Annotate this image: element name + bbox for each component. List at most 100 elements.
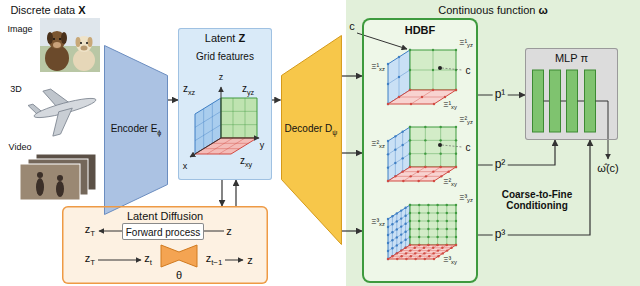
grid-point <box>391 255 393 257</box>
grid-point <box>396 244 398 246</box>
photo-frame <box>40 18 100 72</box>
latent-symbol: z <box>226 225 232 237</box>
outline-shape <box>281 35 342 245</box>
feature-plane <box>410 50 456 90</box>
grid-point <box>409 139 411 141</box>
grid-point <box>427 204 429 206</box>
grid-point <box>436 236 438 238</box>
grid-line <box>416 245 438 259</box>
basis-label: Ξ²yz <box>459 116 473 125</box>
grid-point <box>387 83 389 85</box>
grid-point <box>404 223 406 225</box>
grid-line <box>219 138 245 154</box>
grid-line <box>406 245 428 259</box>
photo-sky <box>40 18 100 46</box>
grid-point <box>427 244 429 246</box>
grid-point <box>427 212 429 214</box>
dog-figure <box>73 49 95 71</box>
grid-point <box>439 139 441 141</box>
grid-point <box>439 126 441 128</box>
grid-point <box>391 247 393 249</box>
modality-label: 3D <box>10 85 22 95</box>
dog-figure <box>53 42 61 48</box>
grid-line <box>405 208 406 248</box>
edge-label: p¹ <box>493 88 508 101</box>
grid-point <box>433 103 435 105</box>
grid-line <box>399 97 445 98</box>
grid-point <box>404 239 406 241</box>
grid-point <box>424 126 426 128</box>
grid-point <box>401 157 403 159</box>
query-point <box>438 143 442 147</box>
grid-point <box>409 139 411 141</box>
person-figure <box>57 175 63 181</box>
grid-point <box>396 236 398 238</box>
grid-point <box>409 212 411 214</box>
figure-heading: Discrete data X <box>10 4 85 16</box>
connector-arrow <box>272 99 281 100</box>
node-title: Continuous function ω <box>438 4 548 16</box>
box-fill <box>122 223 204 240</box>
node-title: Forward process <box>126 226 200 237</box>
grid-point <box>409 166 411 168</box>
grid-point <box>409 244 411 246</box>
grid-point <box>396 228 398 230</box>
grid-point <box>441 247 443 249</box>
grid-point <box>433 180 435 182</box>
grid-point <box>418 244 420 246</box>
grid-line <box>203 109 204 149</box>
grid-point <box>409 152 411 154</box>
grid-point <box>396 252 398 254</box>
grid-point <box>409 236 411 238</box>
grid-point <box>396 212 398 214</box>
grid-point <box>436 204 438 206</box>
node-subtitle: Grid features <box>196 51 254 62</box>
grid-point <box>410 103 412 105</box>
grid-point <box>409 220 411 222</box>
modality-label: Video <box>9 143 32 153</box>
diffusion-box: Latent DiffusionForward processθ <box>62 206 268 284</box>
grid-point <box>387 218 389 220</box>
process-arrow <box>99 231 122 232</box>
dog-figure <box>53 38 55 40</box>
grid-line <box>388 140 410 154</box>
grid-point <box>418 244 420 246</box>
node-title: Encoder Eϕ <box>111 123 162 136</box>
grid-point <box>394 175 396 177</box>
grid-line <box>402 132 403 172</box>
grid-point <box>404 207 406 209</box>
grid-point <box>432 49 434 51</box>
grid-point <box>404 247 406 249</box>
grid-point <box>418 236 420 238</box>
output-label: ω̂(c) <box>597 162 618 174</box>
grid-point <box>409 228 411 230</box>
grid-point <box>394 162 396 164</box>
grid-line <box>410 237 456 238</box>
grid-point <box>417 180 419 182</box>
grid-point <box>455 152 457 154</box>
grid-point <box>387 153 389 155</box>
basis-label: Ξ¹yz <box>459 39 473 48</box>
grid-point <box>409 204 411 206</box>
box-fill <box>525 48 618 140</box>
grid-point <box>396 258 398 260</box>
query-arrow <box>357 33 407 49</box>
grid-point <box>401 144 403 146</box>
grid-point <box>432 170 434 172</box>
grid-point <box>409 220 411 222</box>
grid-point <box>424 152 426 154</box>
leader-line <box>442 68 462 70</box>
feature-plane <box>195 138 257 154</box>
airplane-wing <box>47 108 78 136</box>
grid-point <box>401 130 403 132</box>
grid-point <box>409 175 411 177</box>
grid-point <box>446 249 448 251</box>
plane-label: zxy <box>240 155 252 168</box>
grid-point <box>417 170 419 172</box>
node-title: Latent Z <box>205 32 245 44</box>
grid-line <box>204 148 240 149</box>
grid-point <box>440 175 442 177</box>
axis-label: y <box>260 141 265 151</box>
connector-arrow <box>235 180 236 206</box>
